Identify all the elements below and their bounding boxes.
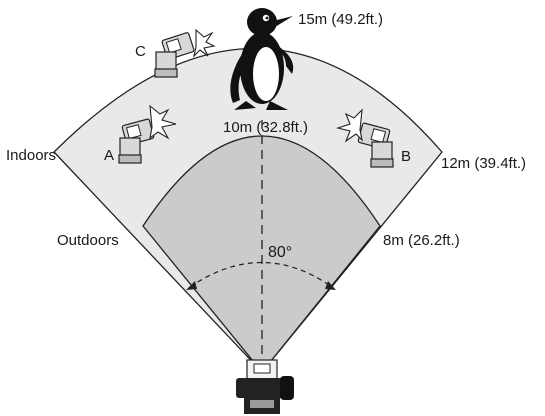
flash-label-a: A [104, 147, 114, 164]
outdoors-label: Outdoors [57, 232, 119, 249]
range-label-8m: 8m (26.2ft.) [383, 232, 460, 249]
flash-unit-a-icon [118, 104, 177, 164]
flash-unit-b-icon [336, 108, 394, 168]
flash-label-c: C [135, 43, 146, 60]
coverage-angle-label: 80° [268, 244, 292, 261]
arc-right-arrowhead [325, 281, 336, 290]
flash-label-b: B [401, 148, 411, 165]
camera-master-icon [236, 359, 294, 414]
range-label-10m: 10m (32.8ft.) [223, 119, 308, 136]
flash-unit-c-icon [154, 28, 216, 78]
range-label-12m: 12m (39.4ft.) [441, 155, 526, 172]
penguin-subject-illustration [230, 8, 294, 110]
arc-left-arrowhead [186, 281, 197, 290]
range-label-15m: 15m (49.2ft.) [298, 11, 383, 28]
coverage-angle-arc [189, 262, 333, 288]
indoors-label: Indoors [6, 147, 56, 164]
